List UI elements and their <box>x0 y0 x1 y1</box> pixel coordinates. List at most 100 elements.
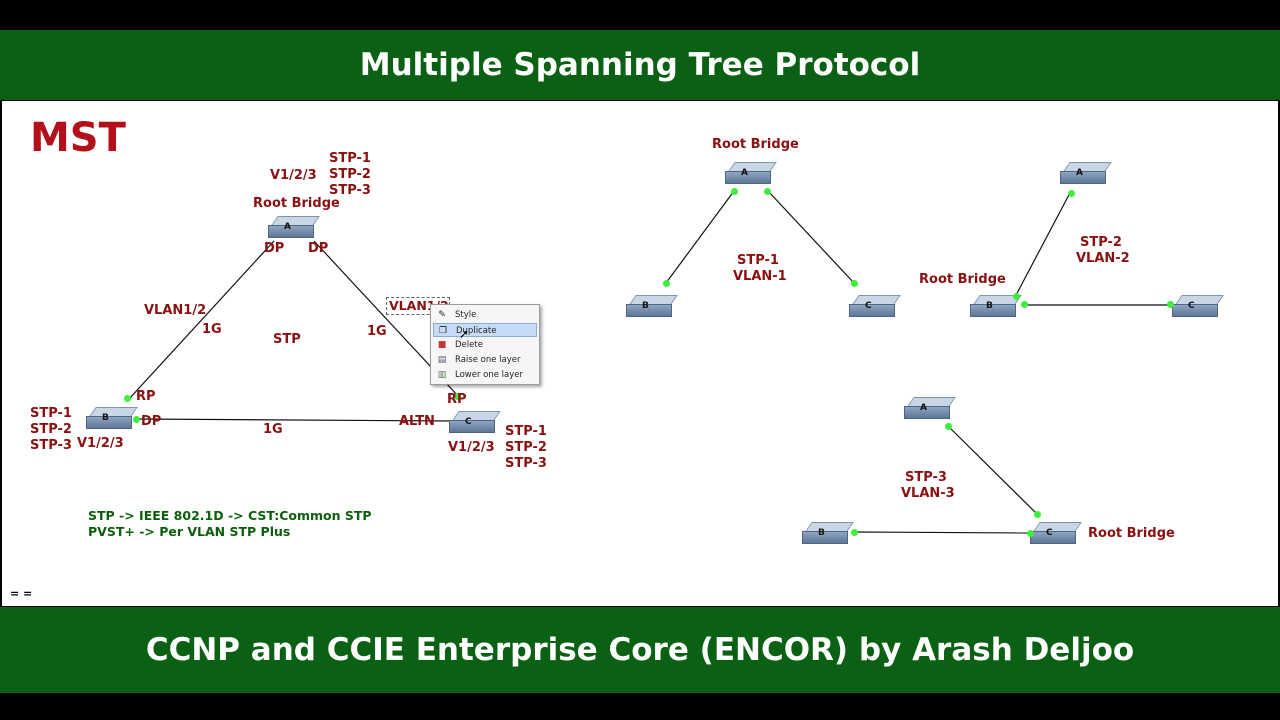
context-menu: ✎ Style ❐ Duplicate ■ Delete ▤ Raise one… <box>430 304 540 385</box>
stp3-stp-label: STP-3 <box>905 470 947 485</box>
link-ab-speed: 1G <box>202 322 222 337</box>
stp3-port-a <box>945 423 952 430</box>
a-vlans: V1/2/3 <box>270 168 317 183</box>
link-bc-speed: 1G <box>263 422 283 437</box>
stp1-port-a-right <box>764 188 771 195</box>
stp1-switch-b[interactable]: B <box>626 295 678 317</box>
a-stp-3: STP-3 <box>329 183 371 198</box>
stp1-port-a-left <box>731 188 738 195</box>
stp3-switch-b[interactable]: B <box>802 522 854 544</box>
stp2-switch-a-label: A <box>1076 168 1083 178</box>
stp3-port-b <box>851 529 858 536</box>
eq-mark: = = <box>10 587 33 600</box>
c-stp-2: STP-2 <box>505 440 547 455</box>
port-b-up <box>124 395 131 402</box>
stp2-switch-a[interactable]: A <box>1060 162 1112 184</box>
switch-a[interactable]: A <box>268 216 320 238</box>
stp3-switch-b-label: B <box>818 528 825 538</box>
stp1-root-label: Root Bridge <box>712 137 799 152</box>
footer-bar: CCNP and CCIE Enterprise Core (ENCOR) by… <box>0 607 1280 693</box>
note-stp: STP -> IEEE 802.1D -> CST:Common STP <box>88 508 372 523</box>
lower-layer-icon: ▥ <box>437 370 447 380</box>
c-stp-3: STP-3 <box>505 456 547 471</box>
footer-title: CCNP and CCIE Enterprise Core (ENCOR) by… <box>145 632 1135 668</box>
stp3-switch-a-label: A <box>920 403 927 413</box>
stp1-port-c <box>851 280 858 287</box>
stp3-vlan-label: VLAN-3 <box>901 486 955 501</box>
delete-icon: ■ <box>437 340 447 350</box>
duplicate-icon: ❐ <box>438 326 448 336</box>
stp2-port-b-right <box>1021 301 1028 308</box>
link-ac-speed: 1G <box>367 324 387 339</box>
stp2-stp-label: STP-2 <box>1080 235 1122 250</box>
stp3-root-label: Root Bridge <box>1088 526 1175 541</box>
stp1-vlan-label: VLAN-1 <box>733 269 787 284</box>
a-stp-2: STP-2 <box>329 167 371 182</box>
stp2-switch-c[interactable]: C <box>1172 295 1224 317</box>
header-title: Multiple Spanning Tree Protocol <box>359 47 921 83</box>
style-icon: ✎ <box>438 310 446 320</box>
menu-item-delete[interactable]: ■ Delete <box>437 340 483 350</box>
links-layer <box>128 190 1172 534</box>
b-rp: RP <box>136 389 156 404</box>
c-vlans: V1/2/3 <box>448 440 495 455</box>
menu-item-lower-layer[interactable]: ▥ Lower one layer <box>437 370 524 380</box>
link-ab-vlan: VLAN1/2 <box>144 303 207 318</box>
switch-c[interactable]: C <box>449 411 501 433</box>
b-vlans: V1/2/3 <box>77 436 124 451</box>
link-a-b <box>128 240 275 400</box>
stp1-link-a-c <box>767 190 855 284</box>
stp1-switch-c-label: C <box>865 301 872 311</box>
stp2-switch-b-label: B <box>986 301 993 311</box>
stp1-stp-label: STP-1 <box>737 253 779 268</box>
stp-label: STP <box>273 332 301 347</box>
diagram-canvas[interactable]: MST A B C STP-1 STP-2 STP-3 V1/2/3 Root … <box>2 101 1278 606</box>
c-rp: RP <box>447 392 467 407</box>
stp3-port-c-up <box>1034 511 1041 518</box>
header-bar: Multiple Spanning Tree Protocol <box>0 30 1280 100</box>
stp2-vlan-label: VLAN-2 <box>1076 251 1130 266</box>
c-altn: ALTN <box>399 414 435 429</box>
stp1-link-a-b <box>665 190 735 284</box>
stp1-switch-c[interactable]: C <box>849 295 901 317</box>
b-dp: DP <box>141 414 162 429</box>
stp2-switch-b[interactable]: B <box>970 295 1022 317</box>
stp3-switch-a[interactable]: A <box>904 397 956 419</box>
mouse-cursor-icon: ➚ <box>459 327 470 341</box>
mst-title: MST <box>30 115 126 161</box>
b-stp-3: STP-3 <box>30 438 72 453</box>
stp2-port-b-up <box>1013 293 1020 300</box>
port-b-right <box>133 416 140 423</box>
stp2-port-a <box>1068 190 1075 197</box>
root-bridge-label: Root Bridge <box>253 196 340 211</box>
stp3-link-a-c <box>947 425 1039 516</box>
stp2-link-a-b <box>1014 190 1072 298</box>
stp3-link-b-c <box>853 531 1031 534</box>
menu-item-duplicate[interactable]: ❐ Duplicate <box>433 323 537 337</box>
note-pvst: PVST+ -> Per VLAN STP Plus <box>88 524 291 539</box>
link-b-c <box>136 418 455 422</box>
stp1-port-b <box>663 280 670 287</box>
menu-item-raise-layer[interactable]: ▤ Raise one layer <box>437 355 521 365</box>
stp3-switch-c[interactable]: C <box>1030 522 1082 544</box>
raise-layer-icon: ▤ <box>437 355 447 365</box>
stp2-root-label: Root Bridge <box>919 272 1006 287</box>
switch-a-label: A <box>284 222 291 232</box>
a-dp-left: DP <box>264 241 285 256</box>
stp2-port-c <box>1167 301 1174 308</box>
menu-item-style[interactable]: ✎ Style <box>438 310 477 320</box>
switch-b[interactable]: B <box>86 407 138 429</box>
switch-b-label: B <box>102 413 109 423</box>
port-c-up <box>454 393 461 400</box>
c-stp-1: STP-1 <box>505 424 547 439</box>
a-dp-right: DP <box>308 241 329 256</box>
stp1-switch-a-label: A <box>741 168 748 178</box>
a-stp-1: STP-1 <box>329 151 371 166</box>
stp2-switch-c-label: C <box>1188 301 1195 311</box>
switch-c-label: C <box>465 417 472 427</box>
stp3-port-c-left <box>1027 530 1034 537</box>
stp3-switch-c-label: C <box>1046 528 1053 538</box>
b-stp-1: STP-1 <box>30 406 72 421</box>
stp1-switch-a[interactable]: A <box>725 162 777 184</box>
stp1-switch-b-label: B <box>642 301 649 311</box>
